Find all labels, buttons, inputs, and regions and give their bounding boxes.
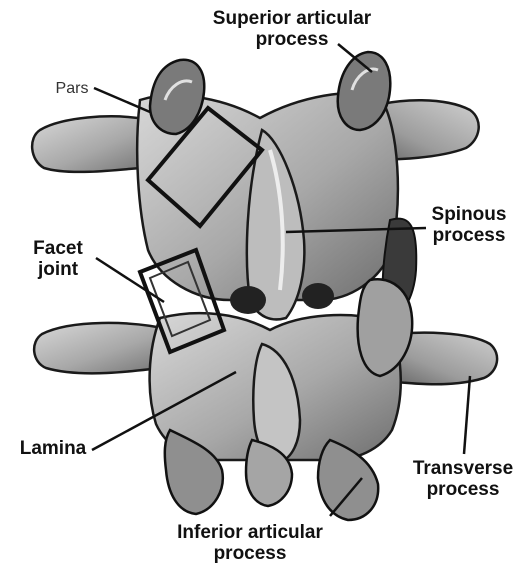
label-pars: Pars — [46, 78, 98, 99]
label-inferior-articular-process: Inferior articular process — [150, 522, 350, 564]
label-facet-joint: Facet joint — [22, 238, 94, 280]
leader-transverse — [464, 376, 470, 454]
label-spinous-process: Spinous process — [420, 204, 518, 246]
right-facet-hole — [302, 283, 334, 309]
label-transverse-process: Transverse process — [408, 458, 518, 500]
label-lamina: Lamina — [8, 438, 98, 459]
left-facet-hole — [230, 286, 266, 314]
label-superior-articular-process: Superior articular process — [192, 8, 392, 50]
